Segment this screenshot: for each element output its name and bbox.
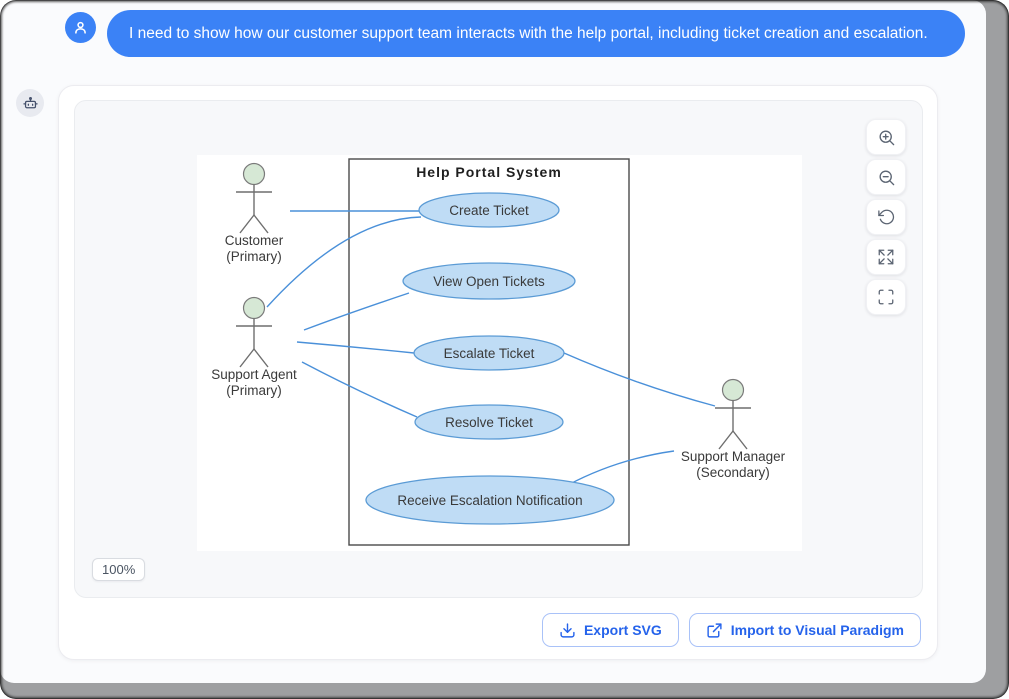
person-icon [75,21,86,34]
diagram-canvas-panel[interactable]: Help Portal System [74,100,923,598]
card-actions: Export SVG Import to Visual Paradigm [541,613,921,647]
svg-text:Receive Escalation Notificatio: Receive Escalation Notification [397,493,582,508]
zoom-level-badge: 100% [92,558,146,581]
zoom-out-icon [878,169,894,185]
association-agent-escalate-ticket [296,341,415,354]
use-case-escalate-ticket: Escalate Ticket [413,335,565,371]
actor-support-agent-role: (Primary) [226,383,282,398]
use-case-view-open-tickets: View Open Tickets [402,262,576,300]
user-message-text: I need to show how our customer support … [129,24,928,42]
actor-customer-name: Customer [225,233,284,248]
association-agent-create-ticket [266,216,422,308]
actor-support-manager-name: Support Manager [681,449,786,464]
reset-view-button[interactable] [866,199,906,235]
expand-button[interactable] [866,239,906,275]
actor-support-manager: Support Manager (Secondary) [681,378,786,480]
assistant-avatar [16,89,44,117]
use-case-resolve-ticket: Resolve Ticket [414,404,564,440]
external-link-icon [707,622,722,638]
uml-use-case-diagram: Help Portal System [197,155,802,551]
download-icon [560,622,575,638]
fullscreen-button[interactable] [866,279,906,315]
svg-text:Escalate Ticket: Escalate Ticket [444,346,535,361]
association-escalate-manager [563,352,716,407]
diagram-card: Help Portal System [58,85,938,660]
system-title: Help Portal System [416,164,562,180]
export-svg-button[interactable]: Export SVG [541,613,679,647]
svg-text:View Open Tickets: View Open Tickets [433,274,545,289]
zoom-in-button[interactable] [866,119,906,155]
actor-customer: Customer (Primary) [225,162,284,264]
actor-customer-role: (Primary) [226,249,282,264]
zoom-in-icon [878,129,894,145]
import-to-visual-paradigm-label: Import to Visual Paradigm [730,622,904,638]
robot-icon [22,96,38,108]
actor-support-agent-name: Support Agent [211,367,297,382]
app-window: I need to show how our customer support … [0,0,986,683]
association-agent-view-open-tickets [303,292,410,331]
user-message-bubble: I need to show how our customer support … [107,10,965,57]
export-svg-label: Export SVG [583,622,662,638]
expand-arrows-icon [878,249,894,265]
fullscreen-brackets-icon [878,289,894,305]
reset-view-icon [878,209,895,225]
canvas-controls [866,119,906,315]
zoom-out-button[interactable] [866,159,906,195]
user-avatar [65,12,96,43]
import-to-visual-paradigm-button[interactable]: Import to Visual Paradigm [688,613,921,647]
use-case-create-ticket: Create Ticket [418,192,560,228]
association-agent-resolve-ticket [301,361,418,418]
svg-text:Resolve Ticket: Resolve Ticket [445,415,533,430]
association-receive-notification-manager [567,450,675,486]
actor-support-agent: Support Agent (Primary) [211,296,297,398]
actor-support-manager-role: (Secondary) [696,465,770,480]
svg-text:Create Ticket: Create Ticket [449,203,529,218]
use-case-receive-escalation-notification: Receive Escalation Notification [365,475,615,525]
